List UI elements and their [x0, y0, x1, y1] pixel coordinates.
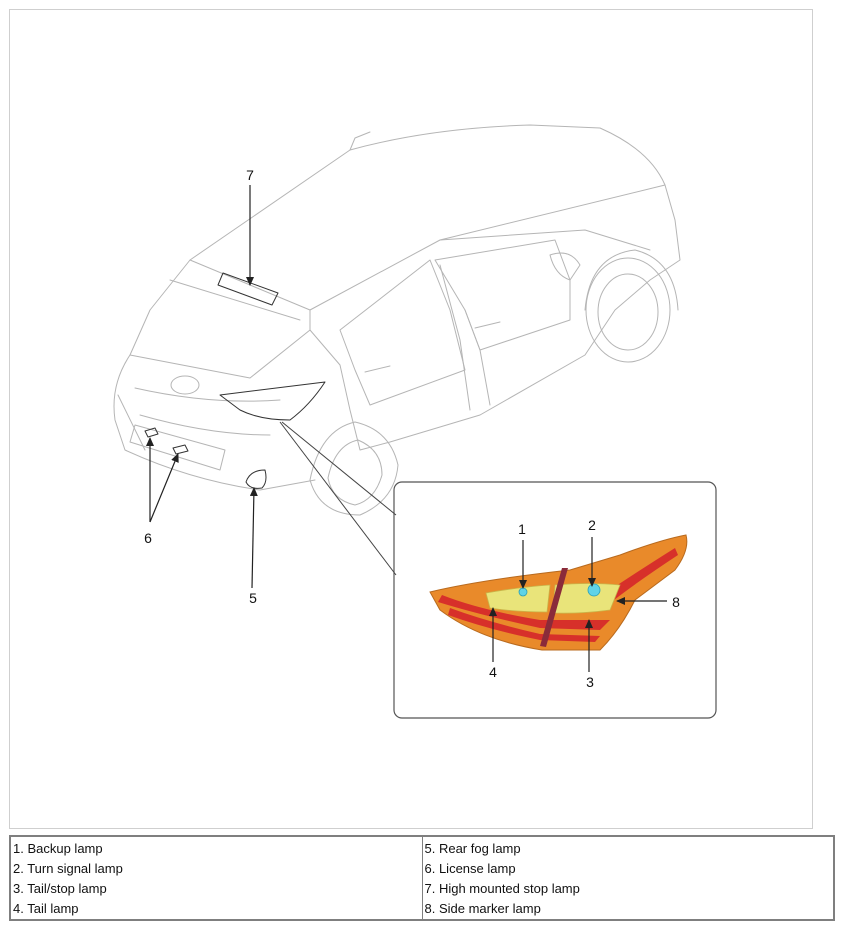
parts-legend-table: 1. Backup lamp 2. Turn signal lamp 3. Ta…	[9, 835, 835, 921]
legend-item: 1. Backup lamp	[13, 841, 103, 856]
tail-lamp-illustration	[429, 534, 688, 651]
legend-item: 7. High mounted stop lamp	[424, 881, 580, 896]
legend-item: 5. Rear fog lamp	[424, 841, 521, 856]
callout-4: 4	[489, 664, 497, 680]
callout-7: 7	[246, 167, 254, 183]
legend-item: 6. License lamp	[424, 861, 516, 876]
diagram-frame: 7 6 5 1 2 8 4 3	[9, 9, 813, 829]
leader-6b	[149, 453, 179, 523]
legend-column-left: 1. Backup lamp 2. Turn signal lamp 3. Ta…	[9, 835, 423, 921]
callout-labels: 7 6 5 1 2 8 4 3	[144, 167, 680, 690]
callout-3: 3	[586, 674, 594, 690]
legend-item: 4. Tail lamp	[13, 901, 79, 916]
legend-item: 2. Turn signal lamp	[13, 861, 123, 876]
legend-item: 8. Side marker lamp	[424, 901, 541, 916]
legend-item: 3. Tail/stop lamp	[13, 881, 107, 896]
car-body-drawing	[113, 124, 681, 516]
legend-column-right: 5. Rear fog lamp 6. License lamp 7. High…	[421, 835, 835, 921]
callout-6: 6	[144, 530, 152, 546]
callout-1: 1	[518, 521, 526, 537]
callout-5: 5	[249, 590, 257, 606]
callout-8: 8	[672, 594, 680, 610]
leader-5	[249, 487, 258, 589]
callout-2: 2	[588, 517, 596, 533]
leader-arrows	[146, 185, 667, 672]
magnifier-lines	[279, 421, 397, 576]
car-lamp-diagram: 7 6 5 1 2 8 4 3	[113, 124, 717, 719]
